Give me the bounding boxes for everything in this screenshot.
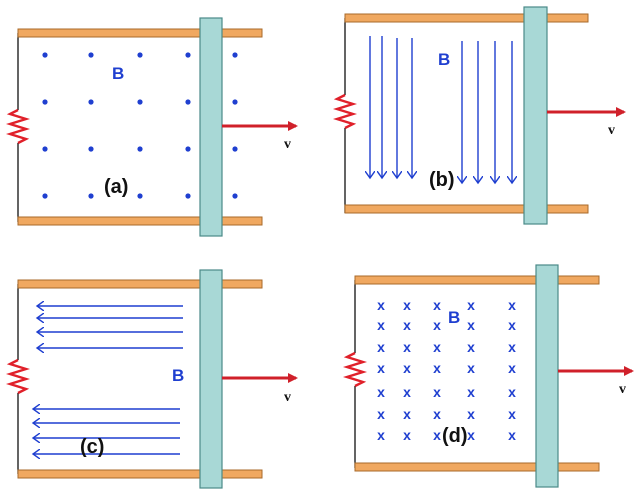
panel-c: v B (c) (5, 269, 298, 489)
field-dot-icon (42, 146, 48, 152)
top-rail (17, 28, 263, 38)
velocity-label: v (284, 390, 291, 405)
field-cross-icon: x (433, 360, 441, 376)
field-cross-icon: x (433, 384, 441, 400)
velocity-label: v (619, 382, 626, 397)
field-cross-icon: x (403, 297, 411, 313)
bottom-rail (17, 216, 263, 226)
field-cross-icon: x (433, 297, 441, 313)
resistor-icon (5, 358, 31, 395)
field-cross-icon: x (403, 384, 411, 400)
field-cross-icon: x (377, 339, 385, 355)
top-rail (17, 279, 263, 289)
field-lines-down (370, 36, 512, 182)
panel-a: v B (a) (5, 17, 298, 237)
field-dot-icon (88, 52, 94, 58)
field-label: B (438, 50, 450, 69)
field-cross-icon: x (467, 384, 475, 400)
field-cross-icon: x (467, 297, 475, 313)
field-dot-icon (42, 193, 48, 199)
field-cross-icon: x (467, 406, 475, 422)
resistor-icon (5, 108, 31, 145)
field-cross-icon: x (508, 384, 516, 400)
field-cross-icon: x (433, 317, 441, 333)
field-cross-icon: x (377, 427, 385, 443)
sliding-bar (535, 264, 559, 488)
field-cross-icon: x (508, 360, 516, 376)
field-cross-icon: x (377, 317, 385, 333)
field-dot-icon (88, 193, 94, 199)
field-cross-icon: x (377, 406, 385, 422)
field-dot-icon (232, 193, 238, 199)
field-cross-icon: x (433, 339, 441, 355)
field-dot-icon (232, 52, 238, 58)
resistor-icon (342, 351, 368, 388)
sliding-bar (523, 6, 548, 225)
velocity-label: v (608, 123, 615, 138)
velocity-label: v (284, 137, 291, 152)
field-cross-icon: x (467, 427, 475, 443)
field-dot-icon (185, 52, 191, 58)
field-cross-icon: x (403, 360, 411, 376)
field-cross-icon: x (508, 427, 516, 443)
field-dot-icon (88, 99, 94, 105)
panel-label: (b) (429, 169, 455, 191)
bottom-rail (17, 469, 263, 479)
field-label: B (172, 366, 184, 385)
field-cross-icon: x (433, 406, 441, 422)
field-cross-icon: x (467, 360, 475, 376)
bottom-rail (344, 204, 589, 214)
field-label: B (112, 64, 124, 83)
field-dot-icon (88, 146, 94, 152)
field-dot-icon (137, 193, 143, 199)
field-dot-icon (232, 99, 238, 105)
field-cross-icon: x (377, 384, 385, 400)
field-label: B (448, 308, 460, 327)
field-dots (42, 52, 238, 199)
resistor-icon (332, 93, 358, 130)
sliding-bar (199, 17, 223, 237)
field-dot-icon (232, 146, 238, 152)
field-cross-icon: x (508, 297, 516, 313)
field-dot-icon (137, 99, 143, 105)
field-lines-left (34, 306, 183, 454)
field-cross-icon: x (433, 427, 441, 443)
field-dot-icon (137, 146, 143, 152)
field-dot-icon (185, 99, 191, 105)
field-dot-icon (185, 146, 191, 152)
field-cross-icon: x (403, 317, 411, 333)
bottom-rail (354, 462, 600, 472)
field-dot-icon (42, 52, 48, 58)
field-cross-icon: x (377, 360, 385, 376)
panel-label: (a) (104, 176, 128, 198)
field-cross-icon: x (403, 427, 411, 443)
field-dot-icon (137, 52, 143, 58)
field-cross-icon: x (467, 339, 475, 355)
field-cross-icon: x (467, 317, 475, 333)
field-cross-icon: x (403, 406, 411, 422)
field-dot-icon (185, 193, 191, 199)
field-cross-icon: x (508, 317, 516, 333)
top-rail (344, 13, 589, 23)
top-rail (354, 275, 600, 285)
field-cross-icon: x (508, 406, 516, 422)
field-cross-icon: x (508, 339, 516, 355)
sliding-bar (199, 269, 223, 489)
panel-label: (c) (80, 436, 104, 458)
field-dot-icon (42, 99, 48, 105)
field-cross-icon: x (377, 297, 385, 313)
panel-b: v B (b) (332, 6, 626, 225)
panel-label: (d) (442, 425, 468, 447)
field-cross-icon: x (403, 339, 411, 355)
